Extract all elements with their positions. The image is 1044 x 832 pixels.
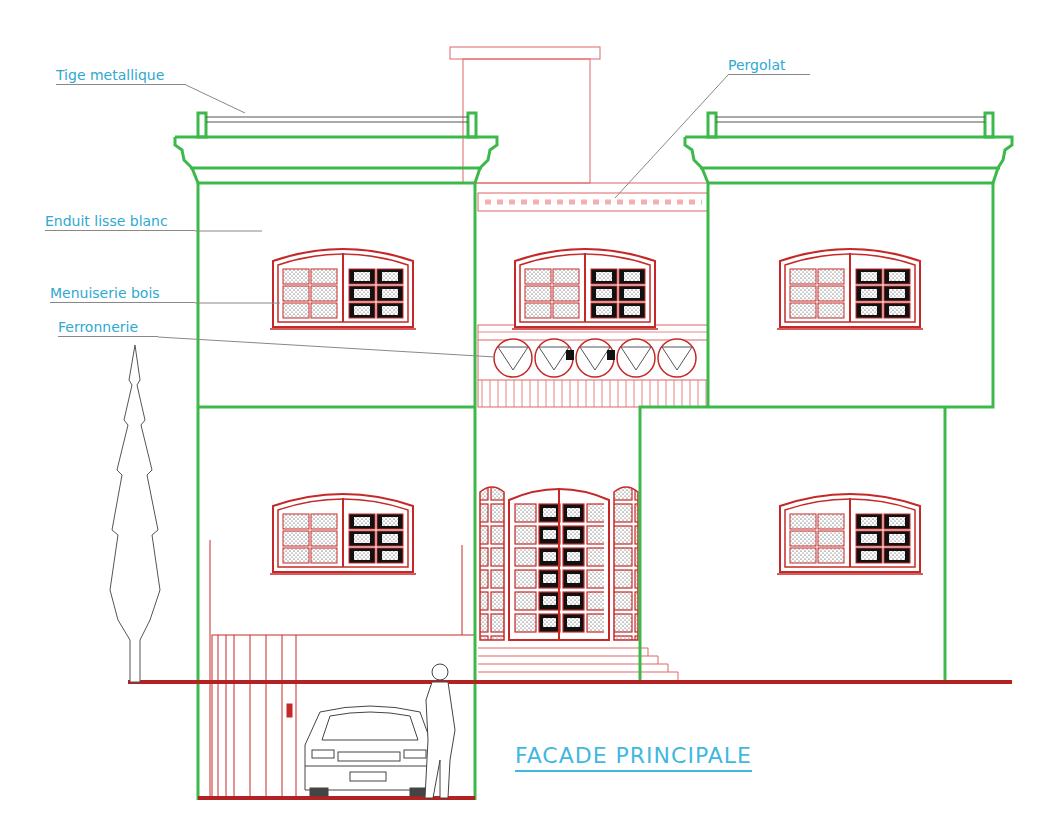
building-outline: [175, 113, 1012, 800]
callout-wrap: Tige metallique: [56, 66, 186, 85]
callout-wrap: Menuiserie bois: [50, 284, 195, 303]
material-callout: Menuiserie bois: [50, 284, 195, 303]
title-wrap: FACADE PRINCIPALE: [515, 742, 752, 772]
drawing-title: FACADE PRINCIPALE: [515, 742, 752, 772]
metal-rods: [206, 117, 985, 122]
callout-wrap: Pergolat: [728, 56, 810, 75]
garage-door: [210, 540, 475, 798]
entrance-steps: [478, 648, 678, 682]
entrance-door: [480, 487, 638, 640]
material-callout: Pergolat: [728, 56, 810, 75]
material-callout: Ferronnerie: [58, 318, 158, 337]
balcony-railing: [478, 325, 708, 407]
cypress-tree: [110, 345, 160, 682]
ground-line: [128, 680, 1012, 684]
ironwork: [494, 339, 696, 377]
material-callout: Enduit lisse blanc: [45, 212, 195, 231]
leader-lines: [158, 75, 728, 357]
callout-wrap: Ferronnerie: [58, 318, 158, 337]
person: [425, 664, 455, 798]
material-callout: Tige metallique: [56, 66, 186, 85]
central-tower: [450, 47, 708, 211]
car: [305, 706, 432, 796]
callout-wrap: Enduit lisse blanc: [45, 212, 195, 231]
